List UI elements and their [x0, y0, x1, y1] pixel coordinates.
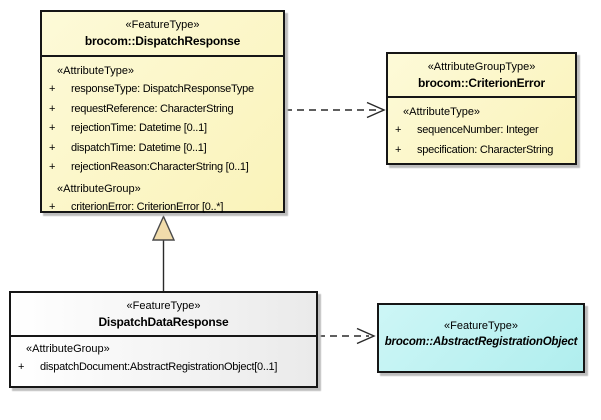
class-attributes-compartment: «AttributeType» + sequenceNumber: Intege… [388, 98, 575, 162]
visibility-marker: + [395, 124, 402, 136]
dependency-connector-abstract-registration-object [318, 327, 376, 345]
attribute-text: sequenceNumber: Integer [417, 124, 539, 136]
visibility-marker: + [49, 83, 56, 95]
attribute-type-header: «AttributeType» [57, 65, 135, 77]
class-title-compartment: «AttributeGroupType» brocom::CriterionEr… [388, 54, 575, 98]
attribute-row: + rejectionTime: Datetime [0..1] [48, 119, 281, 139]
stereotype-label: «FeatureType» [126, 300, 201, 312]
attribute-text: specification: CharacterString [417, 143, 554, 156]
class-title-compartment: «FeatureType» brocom::DispatchResponse [42, 12, 283, 57]
class-attributes-compartment: «AttributeType» + responseType: Dispatch… [42, 57, 283, 219]
attribute-row: + rejectionReason:CharacterString [0..1] [48, 158, 281, 178]
stereotype-label: «AttributeGroupType» [427, 61, 536, 73]
class-name: DispatchDataResponse [98, 315, 229, 329]
visibility-marker: + [395, 143, 402, 156]
attribute-group-header: «AttributeGroup» [26, 343, 110, 355]
class-name: brocom::DispatchResponse [84, 34, 241, 48]
class-criterion-error[interactable]: «AttributeGroupType» brocom::CriterionEr… [386, 52, 577, 165]
stereotype-label: «FeatureType» [444, 320, 518, 332]
attribute-row: + criterionError: CriterionError [0..*] [48, 198, 281, 218]
attribute-row: + dispatchDocument:AbstractRegistrationO… [17, 358, 314, 378]
class-title-compartment: «FeatureType» DispatchDataResponse [11, 293, 316, 337]
class-abstract-registration-object[interactable]: «FeatureType» brocom::AbstractRegistrati… [377, 303, 585, 373]
visibility-marker: + [49, 141, 56, 154]
visibility-marker: + [49, 161, 56, 173]
attribute-type-header: «AttributeType» [403, 106, 481, 118]
attribute-row: + responseType: DispatchResponseType [48, 80, 281, 100]
attribute-row: + sequenceNumber: Integer [394, 121, 573, 141]
attribute-row: + specification: CharacterString [394, 141, 573, 161]
attribute-text: responseType: DispatchResponseType [71, 83, 254, 95]
generalization-connector [151, 214, 176, 291]
attribute-row: + dispatchTime: Datetime [0..1] [48, 139, 281, 159]
visibility-marker: + [49, 200, 56, 213]
dependency-connector-criterion-error [285, 101, 386, 119]
stereotype-label: «FeatureType» [125, 19, 200, 31]
class-name: brocom::CriterionError [418, 76, 545, 90]
class-title-compartment: «FeatureType» brocom::AbstractRegistrati… [379, 305, 583, 351]
generalization-triangle-icon [151, 214, 176, 241]
class-name: brocom::AbstractRegistrationObject [384, 336, 578, 348]
visibility-marker: + [18, 361, 25, 373]
visibility-marker: + [49, 122, 56, 134]
attribute-text: criterionError: CriterionError [0..*] [71, 200, 224, 213]
attribute-text: rejectionReason:CharacterString [0..1] [71, 161, 249, 173]
attribute-text: dispatchDocument:AbstractRegistrationObj… [40, 361, 278, 373]
visibility-marker: + [49, 102, 56, 115]
class-attributes-compartment: «AttributeGroup» + dispatchDocument:Abst… [11, 337, 316, 380]
attribute-text: requestReference: CharacterString [71, 102, 234, 115]
class-dispatch-data-response[interactable]: «FeatureType» DispatchDataResponse «Attr… [9, 291, 318, 388]
attribute-group-header: «AttributeGroup» [57, 182, 141, 195]
attribute-row: + requestReference: CharacterString [48, 100, 281, 120]
class-dispatch-response[interactable]: «FeatureType» brocom::DispatchResponse «… [40, 10, 285, 213]
attribute-text: dispatchTime: Datetime [0..1] [71, 141, 207, 154]
attribute-text: rejectionTime: Datetime [0..1] [71, 122, 207, 134]
